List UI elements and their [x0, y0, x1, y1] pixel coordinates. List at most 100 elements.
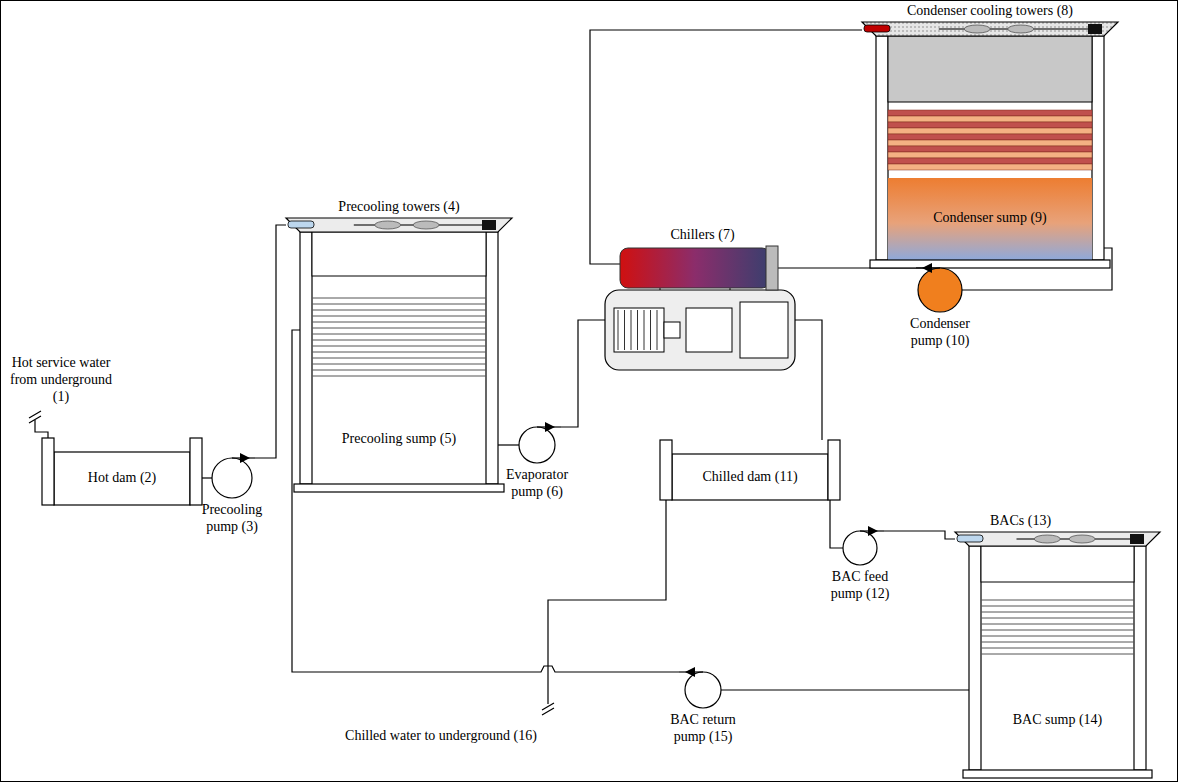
cooling-tower: BACs (13)BAC sump (14): [955, 512, 1160, 778]
fill-pack: [312, 334, 486, 335]
fan-blade: [1034, 535, 1060, 543]
inlet-pipe: [35, 420, 48, 438]
compressor: [686, 308, 732, 352]
motor-fin: [657, 310, 658, 350]
fan-deck: [862, 22, 1118, 36]
pipe-line: [830, 500, 843, 548]
pump-outline: [895, 262, 985, 318]
fan-deck: [286, 218, 512, 232]
node-label: Condenser pump (10): [895, 316, 985, 350]
motor-fin: [650, 310, 651, 350]
fill-pack: [888, 116, 1092, 122]
tower-sump: Condenser sump (9): [876, 178, 1104, 258]
fill-pack: [888, 158, 1092, 164]
flow-triangle: [545, 422, 555, 432]
pipe-line: [884, 531, 955, 539]
pipe-line: [202, 477, 212, 478]
fill-pack: [888, 110, 1092, 116]
cooling-tower: Condenser cooling towers (8) Condenser su…: [862, 2, 1118, 268]
fan-deck: [955, 532, 1160, 546]
pump-casing: [212, 458, 252, 498]
tower-sump: Precooling sump (5): [300, 395, 498, 483]
fill-pack: [312, 322, 486, 323]
node-label: BAC sump (14): [1013, 712, 1102, 729]
fill-pack: [312, 376, 486, 377]
motor-fin: [637, 310, 638, 350]
fill-pack: [312, 370, 486, 371]
pump-outline: [187, 452, 277, 504]
column: [1134, 546, 1146, 770]
pipe-line: [498, 444, 519, 445]
fill-pack: [981, 600, 1134, 601]
pump-symbol: Precooling pump (3): [187, 452, 277, 542]
dam-basin: [54, 452, 190, 505]
fill-pack: [888, 146, 1092, 152]
dam-wall: [42, 438, 54, 505]
column: [1092, 36, 1104, 260]
inlet-header: [957, 535, 983, 542]
fill-pack: [312, 328, 486, 329]
fill-pack: [888, 134, 1092, 140]
chiller-shell: [605, 290, 795, 370]
outlet-pipe: [548, 500, 666, 704]
fan-motor: [482, 220, 496, 230]
fill-pack: [312, 298, 486, 299]
pump-outline: [492, 421, 582, 469]
fan-blade: [1069, 535, 1095, 543]
coupling: [664, 322, 680, 338]
dam-tank: Hot dam (2): [42, 438, 202, 505]
fill-pack: [312, 310, 486, 311]
column: [876, 36, 888, 260]
node-label: Chilled dam (11): [702, 469, 797, 486]
pipe-line: [256, 225, 286, 458]
fill-pack: [981, 630, 1134, 631]
fill-pack: [981, 648, 1134, 649]
sump-water: [888, 178, 1092, 260]
tower-base: [870, 260, 1110, 268]
pump-outline: [815, 525, 905, 571]
pipe-line: [721, 689, 969, 690]
node-label: Precooling pump (3): [187, 502, 277, 536]
column: [300, 232, 312, 484]
spray-chamber: [981, 546, 1134, 582]
stream-label: Hot service water from underground (1): [2, 355, 120, 405]
pump-symbol: Evaporator pump (6): [492, 421, 582, 507]
dam-basin: [672, 454, 828, 500]
pipe-line: [561, 320, 605, 427]
dam-wall: [660, 440, 672, 500]
dam-wall: [828, 440, 840, 500]
fan-blade: [413, 221, 439, 229]
tower-outline: [286, 218, 512, 492]
column: [969, 546, 981, 770]
fill-pack: [981, 654, 1134, 655]
node-label: BAC return pump (15): [658, 712, 748, 746]
fill-pack: [981, 636, 1134, 637]
inlet-header: [864, 25, 890, 32]
barrel-head: [766, 246, 778, 290]
dam-wall: [190, 438, 202, 505]
fill-pack: [312, 364, 486, 365]
fill-pack: [312, 358, 486, 359]
fill-pack: [888, 164, 1092, 170]
pump-casing: [918, 268, 962, 312]
inlet-header: [288, 221, 314, 228]
fill-pack: [981, 612, 1134, 613]
pump-outline: [658, 666, 748, 714]
flow-triangle: [685, 667, 695, 677]
node-label: Condenser sump (9): [933, 210, 1047, 227]
tower-outline: [862, 22, 1118, 268]
chiller-outline: [600, 246, 805, 372]
motor: [614, 308, 664, 352]
fan-blade: [1008, 25, 1034, 33]
pump-symbol: BAC return pump (15): [658, 666, 748, 752]
node-label: Evaporator pump (6): [492, 467, 582, 501]
pump-symbol: BAC feed pump (12): [815, 525, 905, 609]
node-label: Condenser cooling towers (8): [862, 3, 1118, 20]
fill-pack: [312, 316, 486, 317]
flow-triangle: [922, 263, 932, 273]
fill-pack: [888, 140, 1092, 146]
pipe-line: [590, 30, 862, 264]
dam-tank: Chilled dam (11): [660, 440, 840, 500]
spray-chamber: [888, 36, 1092, 102]
fill-pack: [312, 304, 486, 305]
